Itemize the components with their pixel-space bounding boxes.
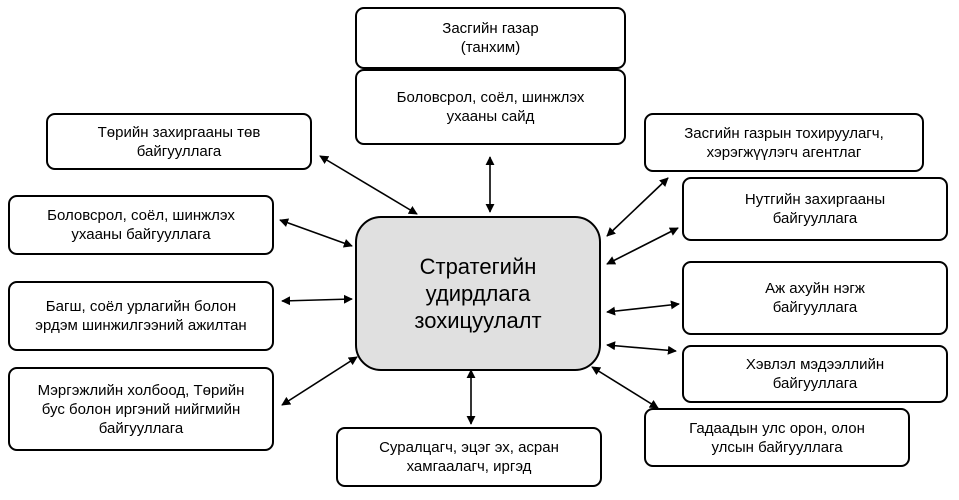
- node-line: Төрийн захиргааны төв: [97, 123, 261, 141]
- node-line: Аж ахуйн нэгж: [765, 280, 865, 297]
- arrow-agency: [606, 177, 669, 237]
- node-line: улсын байгууллага: [711, 438, 843, 456]
- node-ngo: Мэргэжлийн холбоод, Төрийн бус болон ирг…: [8, 367, 274, 451]
- node-line: (танхим): [460, 39, 521, 56]
- node-line: Нутгийн захиргааны: [744, 191, 886, 208]
- node-media: Хэвлэл мэдээллийн байгууллага: [682, 345, 948, 403]
- node-line: Засгийн газар: [442, 20, 539, 37]
- center-line: Стратегийн: [419, 254, 537, 279]
- node-central-admin: Төрийн захиргааны төв байгууллага: [46, 113, 312, 170]
- arrow-business: [606, 300, 680, 316]
- arrow-local-admin: [606, 227, 679, 265]
- node-line: байгууллага: [772, 375, 858, 392]
- center-line: зохицуулалт: [414, 308, 542, 333]
- node-business: Аж ахуйн нэгж байгууллага: [682, 261, 948, 335]
- node-line: эрдэм шинжилгээний ажилтан: [35, 317, 247, 334]
- node-line: хэрэгжүүлэгч агентлаг: [706, 143, 862, 161]
- center-line: удирдлага: [425, 281, 531, 306]
- node-line: Боловсрол, соёл, шинжлэх: [47, 207, 235, 224]
- node-line: Суралцагч, эцэг эх, асран: [379, 439, 559, 456]
- node-line: ухааны байгууллага: [71, 226, 211, 243]
- node-staff: Багш, соёл урлагийн болон эрдэм шинжилгэ…: [8, 281, 274, 351]
- node-line: Гадаадын улс орон, олон: [689, 419, 865, 437]
- arrow-ngo: [281, 356, 358, 406]
- node-line: хамгаалагч, иргэд: [406, 458, 532, 475]
- node-stakeholders: Суралцагч, эцэг эх, асран хамгаалагч, ир…: [336, 427, 602, 487]
- node-line: Хэвлэл мэдээллийн: [745, 356, 885, 373]
- arrow-central-admin: [319, 155, 418, 215]
- node-line: Мэргэжлийн холбоод, Төрийн: [37, 381, 245, 399]
- node-line: байгууллага: [772, 299, 858, 316]
- node-international: Гадаадын улс орон, олон улсын байгууллаг…: [644, 408, 910, 467]
- node-line: Боловсрол, соёл, шинжлэх: [396, 89, 585, 106]
- node-line: Багш, соёл урлагийн болон: [45, 298, 237, 315]
- node-local-admin: Нутгийн захиргааны байгууллага: [682, 177, 948, 241]
- node-line: бус болон иргэний нийгмийн: [41, 400, 241, 418]
- node-line: ухааны сайд: [446, 108, 535, 125]
- node-line: байгууллага: [98, 419, 184, 437]
- node-ministry: Боловсрол, соёл, шинжлэх ухааны сайд: [355, 69, 626, 145]
- node-line: байгууллага: [772, 210, 858, 227]
- node-edu-organization: Боловсрол, соёл, шинжлэх ухааны байгуулл…: [8, 195, 274, 255]
- arrow-staff: [281, 294, 353, 306]
- arrow-media: [606, 341, 677, 355]
- arrow-edu-org: [279, 218, 353, 248]
- arrow-international: [591, 366, 659, 409]
- node-agency: Засгийн газрын тохируулагч, хэрэгжүүлэгч…: [644, 113, 924, 172]
- node-line: байгууллага: [136, 142, 222, 160]
- center-node-strategic-coordination: Стратегийн удирдлага зохицуулалт: [355, 216, 601, 371]
- node-line: Засгийн газрын тохируулагч,: [684, 124, 884, 142]
- node-government-cabinet: Засгийн газар (танхим): [355, 7, 626, 69]
